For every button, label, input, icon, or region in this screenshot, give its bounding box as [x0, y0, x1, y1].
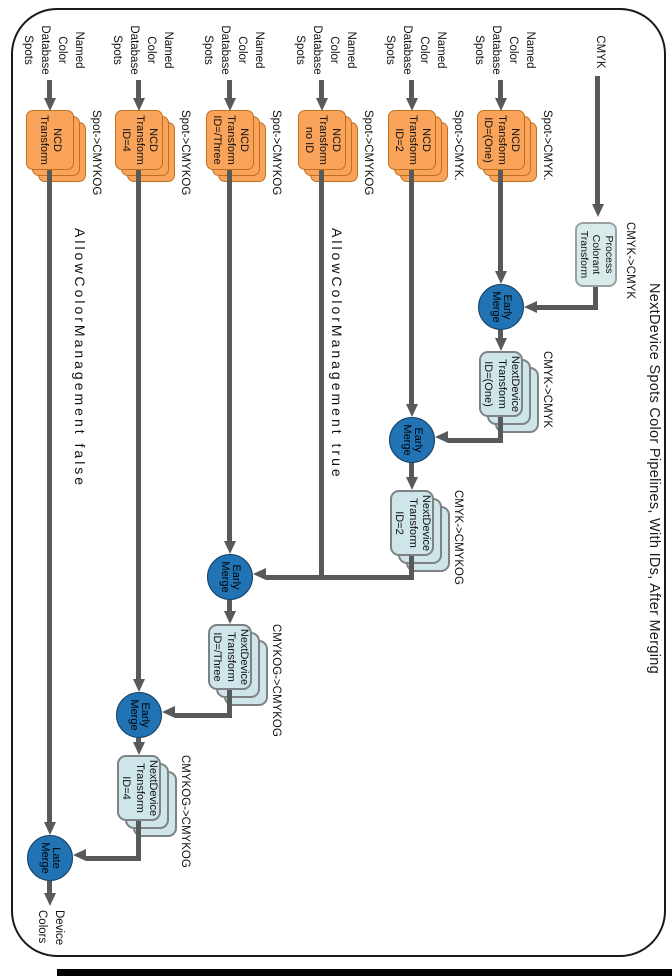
- arrowhead-icon: [253, 568, 266, 580]
- connector-segment: [498, 170, 504, 271]
- connector-segment: [136, 170, 142, 679]
- arrowhead-icon: [133, 742, 146, 755]
- connector-segment: [227, 600, 233, 611]
- connector-segment: [409, 170, 415, 404]
- arrowhead-icon: [495, 338, 508, 351]
- connector-segment: [498, 80, 504, 98]
- connector-segment: [319, 80, 325, 98]
- arrowhead-icon: [44, 822, 57, 835]
- nextdevice-tag: CMYK->CMYK: [541, 351, 553, 428]
- allow-color-management-true-label: AllowColorManagement true: [329, 228, 345, 480]
- cmyk-source-label: CMYK: [594, 35, 606, 69]
- arrowhead-icon: [406, 477, 419, 490]
- arrowhead-icon: [133, 98, 146, 111]
- arrowhead-icon: [224, 541, 237, 554]
- process-tag: CMYK->CMYK: [624, 222, 636, 299]
- connector-segment: [409, 463, 415, 477]
- ncd-tag: Spot->CMYKOG: [270, 110, 282, 196]
- arrowhead-icon: [406, 98, 419, 111]
- arrowhead-icon: [224, 98, 237, 111]
- arrowhead-icon: [44, 98, 57, 111]
- connector-segment: [47, 80, 53, 98]
- connector-segment: [448, 437, 501, 443]
- scan-edge-bar: [57, 969, 672, 976]
- ncd-tag: Spot->CMYKOG: [362, 110, 374, 196]
- process-colorant-transform-box: Process Colorant Transform: [575, 222, 617, 287]
- connector-segment: [227, 80, 233, 98]
- connector-segment: [227, 170, 233, 541]
- arrowhead-icon: [435, 431, 448, 443]
- ncd-tag: Spot->CMYKOG: [90, 110, 102, 196]
- arrowhead-icon: [73, 849, 86, 861]
- ncd-tag: Spot->CMYK.: [541, 110, 553, 181]
- arrowhead-icon: [524, 300, 537, 313]
- connector-segment: [498, 330, 504, 338]
- arrowhead-icon: [133, 679, 146, 692]
- arrowhead-icon: [592, 204, 605, 217]
- arrowhead-icon: [316, 98, 329, 111]
- arrowhead-icon: [495, 98, 508, 111]
- connector-segment: [266, 574, 412, 580]
- connector-segment: [47, 170, 53, 822]
- connector-segment: [595, 76, 601, 204]
- connector-segment: [409, 80, 415, 98]
- arrowhead-icon: [406, 404, 419, 417]
- connector-segment: [319, 170, 325, 580]
- arrowhead-icon: [162, 706, 175, 718]
- nextdevice-tag: CMYKOG->CMYKOG: [179, 755, 191, 868]
- connector-segment: [86, 855, 139, 861]
- arrowhead-icon: [44, 893, 57, 906]
- connector-segment: [47, 881, 53, 893]
- connector-segment: [175, 712, 230, 718]
- allow-color-management-false-label: AllowColorManagement false: [72, 228, 88, 489]
- nextdevice-tag: CMYKOG->CMYKOG: [270, 624, 282, 737]
- diagram-title: NextDevice Spots Color Pipelines, With I…: [646, 283, 662, 675]
- arrowhead-icon: [495, 271, 508, 284]
- connector-segment: [136, 80, 142, 98]
- arrowhead-icon: [224, 611, 237, 624]
- ncd-tag: Spot->CMYK.: [452, 110, 464, 181]
- connector-segment: [537, 304, 598, 310]
- ncd-tag: Spot->CMYKOG: [179, 110, 191, 196]
- nextdevice-tag: CMYK->CMYKOG: [452, 490, 464, 585]
